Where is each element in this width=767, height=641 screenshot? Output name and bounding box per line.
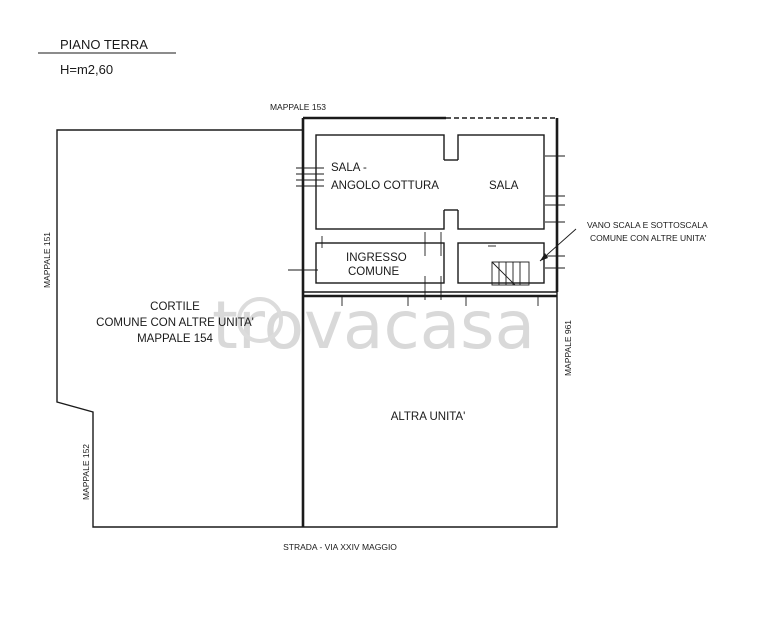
label-ingresso-2: COMUNE (348, 266, 399, 278)
staircase (488, 245, 530, 286)
vano-note-1: VANO SCALA E SOTTOSCALA (587, 220, 708, 230)
vano-leader-arrow (540, 253, 548, 261)
label-cortile-3: MAPPALE 154 (137, 333, 213, 345)
vano-note-2: COMUNE CON ALTRE UNITA' (590, 233, 707, 243)
label-ingresso-1: INGRESSO (346, 252, 407, 264)
room-vano-scala (457, 242, 545, 284)
label-sala: SALA (489, 180, 519, 192)
label-sala-angolo-1: SALA - (331, 162, 367, 174)
label-cortile-1: CORTILE (150, 301, 200, 313)
boundary-left: MAPPALE 151 (42, 232, 52, 288)
label-cortile-2: COMUNE CON ALTRE UNITA' (96, 317, 254, 329)
boundary-bottom: STRADA - VIA XXIV MAGGIO (283, 542, 397, 552)
floor-height: H=m2,60 (60, 62, 113, 77)
watermark-house-icon (237, 297, 283, 343)
boundary-right: MAPPALE 961 (563, 320, 573, 376)
window-marks (288, 155, 565, 306)
room-ingresso-comune (315, 242, 445, 284)
label-sala-angolo-2: ANGOLO COTTURA (331, 180, 439, 192)
boundary-top: MAPPALE 153 (270, 102, 326, 112)
label-altra-unita: ALTRA UNITA' (391, 411, 466, 423)
boundary-left-bottom: MAPPALE 152 (81, 444, 91, 500)
site-boundary (56, 129, 558, 528)
floor-title: PIANO TERRA (60, 37, 148, 52)
